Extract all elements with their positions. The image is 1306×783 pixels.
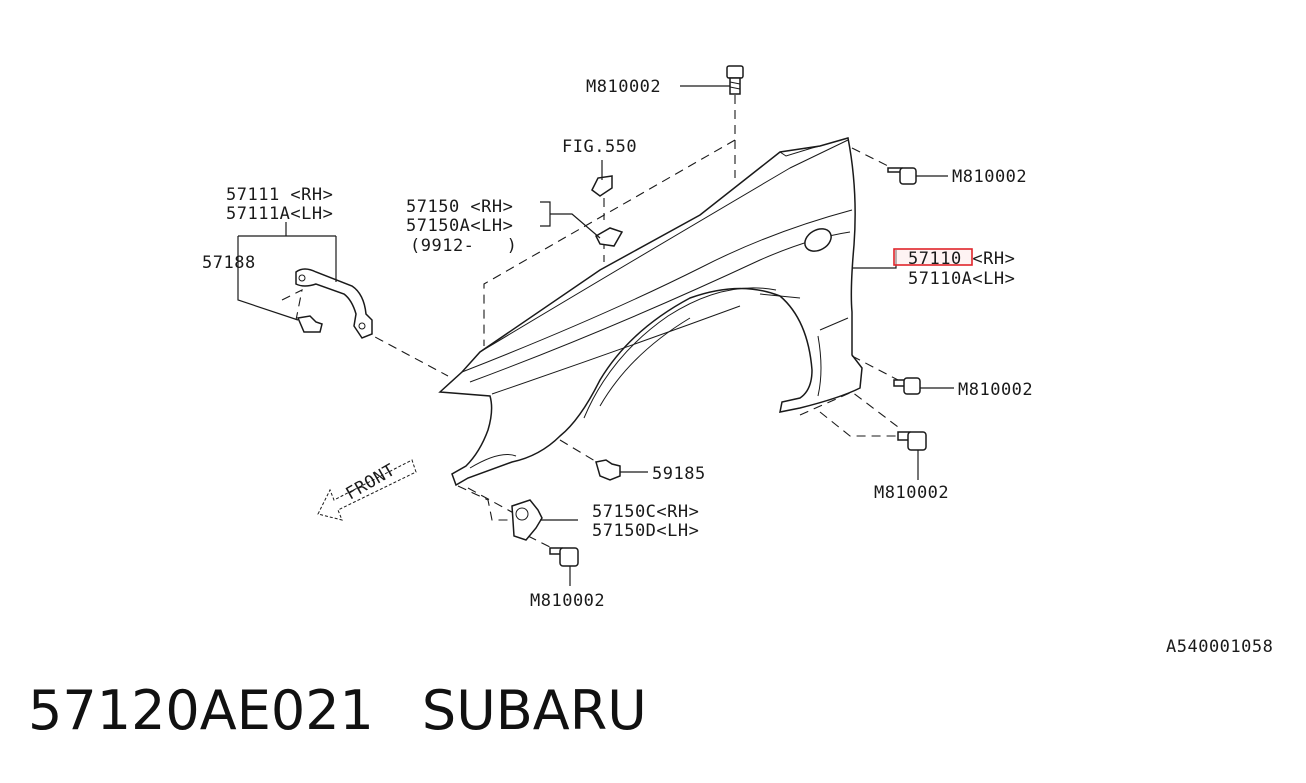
lower-bracket-57150c[interactable]: [511, 499, 543, 541]
label-57150a-lh[interactable]: 57150A<LH>: [406, 216, 513, 236]
clip-57150[interactable]: [595, 227, 624, 247]
drawing-code: A540001058: [1166, 637, 1273, 657]
label-57111a-lh[interactable]: 57111A<LH>: [226, 204, 333, 224]
clip-fig550[interactable]: [591, 175, 613, 197]
label-57110-rh[interactable]: 57110 <RH>: [908, 249, 1015, 269]
label-57150-rh[interactable]: 57150 <RH>: [406, 197, 513, 217]
label-57110a-lh[interactable]: 57110A<LH>: [908, 269, 1015, 289]
clip-59185[interactable]: [595, 459, 621, 481]
bolt-top[interactable]: [726, 65, 744, 95]
footer-brand: SUBARU: [421, 679, 647, 742]
label-59185[interactable]: 59185: [652, 464, 706, 484]
bolt-bottom[interactable]: [549, 547, 579, 567]
bolt-right-mid[interactable]: [893, 377, 921, 395]
label-9912-range: (9912- ): [410, 236, 517, 256]
clip-57188[interactable]: [296, 315, 323, 333]
bolt-right-low[interactable]: [897, 431, 927, 451]
label-57150d-lh[interactable]: 57150D<LH>: [592, 521, 699, 541]
highlight-box-57110: [893, 248, 973, 266]
label-bolt-right-mid[interactable]: M810002: [958, 380, 1033, 400]
label-bolt-bottom[interactable]: M810002: [530, 591, 605, 611]
label-57150c-rh[interactable]: 57150C<RH>: [592, 502, 699, 522]
label-bolt-right-low[interactable]: M810002: [874, 483, 949, 503]
leader-dashed-lines: [281, 95, 903, 553]
label-57188[interactable]: 57188: [202, 253, 256, 273]
bracket-57111[interactable]: [295, 268, 373, 339]
label-bolt-upper-right[interactable]: M810002: [952, 167, 1027, 187]
front-direction-arrow: FRONT: [317, 459, 417, 521]
front-fender-panel[interactable]: [438, 137, 863, 487]
label-57111-rh[interactable]: 57111 <RH>: [226, 185, 333, 205]
label-bolt-top[interactable]: M810002: [586, 77, 661, 97]
front-label: FRONT: [343, 460, 399, 504]
bolt-upper-right[interactable]: [887, 167, 917, 185]
label-fig-550[interactable]: FIG.550: [562, 137, 637, 157]
footer-part-number: 57120AE021: [28, 679, 374, 742]
leader-lines: [237, 85, 954, 586]
